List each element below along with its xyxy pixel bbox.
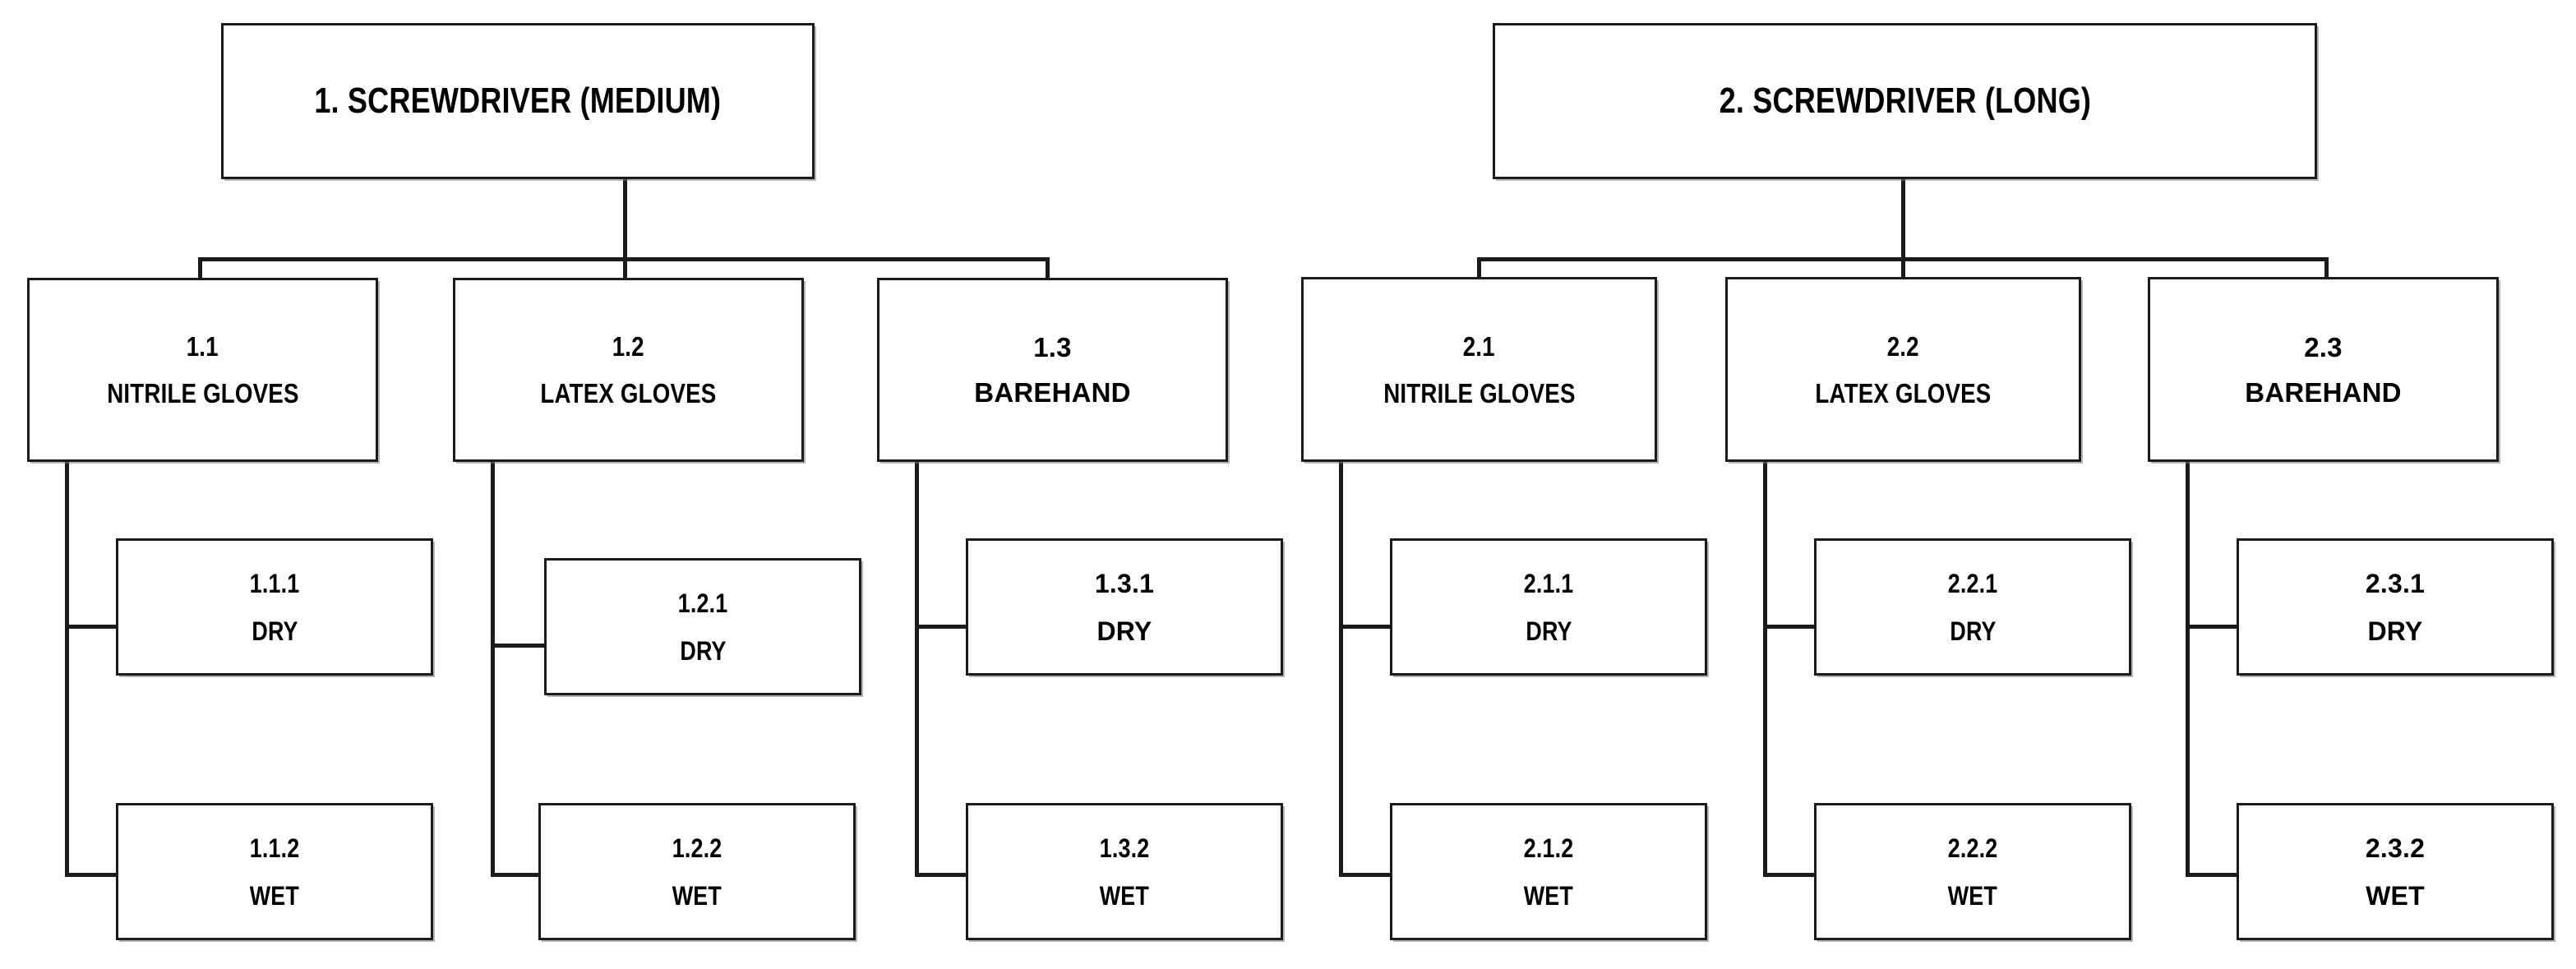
connector-root-2-to-child-1	[1477, 257, 1481, 279]
node-1-3-2[interactable]: 1.3.2 WET	[966, 803, 1283, 940]
node-2-1-number: 2.1	[1462, 330, 1496, 362]
node-1-3-label: BAREHAND	[974, 377, 1131, 408]
connector-1-3-stub-wet	[915, 873, 967, 877]
node-1-1[interactable]: 1.1 NITRILE GLOVES	[27, 278, 378, 462]
node-2-3-label: BAREHAND	[2245, 376, 2402, 408]
connector-1-3-trunk	[915, 462, 919, 877]
node-2-1-1-label: DRY	[1525, 616, 1572, 646]
node-1-2-2[interactable]: 1.2.2 WET	[538, 803, 856, 940]
connector-1-2-stub-wet	[491, 873, 547, 877]
node-root-1-text: 1. SCREWDRIVER (MEDIUM)	[314, 81, 722, 121]
node-1-3-1-number: 1.3.1	[1094, 568, 1155, 598]
node-2-3[interactable]: 2.3 BAREHAND	[2148, 277, 2499, 462]
node-2-3-1-label: DRY	[2367, 616, 2423, 646]
node-1-2[interactable]: 1.2 LATEX GLOVES	[453, 278, 804, 462]
node-2-1-1-number: 2.1.1	[1523, 568, 1574, 598]
node-2-3-1[interactable]: 2.3.1 DRY	[2237, 538, 2554, 676]
node-1-1-1-label: DRY	[251, 616, 298, 646]
connector-2-2-stub-wet	[1763, 873, 1816, 877]
node-1-2-1-label: DRY	[679, 635, 727, 666]
node-2-3-2-label: WET	[2366, 880, 2425, 911]
connector-2-3-stub-dry	[2186, 625, 2238, 629]
node-1-1-number: 1.1	[186, 331, 219, 362]
connector-root-1-to-child-1	[198, 257, 202, 279]
node-1-1-2-number: 1.1.2	[249, 833, 300, 863]
node-2-2-label: LATEX GLOVES	[1815, 377, 1992, 408]
node-2-1-2-label: WET	[1523, 880, 1574, 911]
connector-1-2-stub-dry	[491, 644, 547, 648]
node-1-3-1[interactable]: 1.3.1 DRY	[966, 538, 1283, 676]
node-2-2-2-label: WET	[1947, 880, 1998, 911]
connector-root-2-to-child-2	[1901, 257, 1905, 279]
connector-1-3-stub-dry	[915, 625, 967, 629]
connector-2-3-trunk	[2186, 462, 2190, 877]
node-1-3-1-label: DRY	[1096, 616, 1152, 646]
connector-2-1-stub-wet	[1339, 873, 1392, 877]
node-2-1-2-number: 2.1.2	[1523, 833, 1574, 863]
node-2-2-2[interactable]: 2.2.2 WET	[1814, 803, 2131, 940]
node-2-2-number: 2.2	[1886, 330, 1920, 362]
node-2-2-1[interactable]: 2.2.1 DRY	[1814, 538, 2131, 676]
connector-root-1-to-child-2	[623, 257, 627, 279]
connector-2-3-stub-wet	[2186, 873, 2238, 877]
connector-1-1-trunk	[65, 462, 69, 877]
node-1-1-2-label: WET	[249, 880, 300, 911]
node-2-3-number: 2.3	[2304, 331, 2343, 362]
connector-1-1-stub-wet	[65, 873, 118, 877]
connector-root-1-drop	[623, 179, 627, 261]
node-1-2-label: LATEX GLOVES	[540, 378, 717, 408]
node-1-1-2[interactable]: 1.1.2 WET	[116, 803, 433, 940]
node-2-2-2-number: 2.2.2	[1947, 833, 1998, 863]
connector-2-1-trunk	[1339, 462, 1343, 877]
node-1-3-2-label: WET	[1099, 880, 1150, 911]
node-root-2[interactable]: 2. SCREWDRIVER (LONG)	[1493, 23, 2317, 179]
node-1-1-1-number: 1.1.1	[249, 568, 300, 598]
node-1-2-1-number: 1.2.1	[677, 588, 728, 618]
connector-1-2-trunk	[491, 462, 495, 877]
node-2-2-1-number: 2.2.1	[1947, 568, 1998, 598]
connector-1-1-stub-dry	[65, 625, 118, 629]
node-2-1[interactable]: 2.1 NITRILE GLOVES	[1301, 277, 1657, 462]
connector-2-2-trunk	[1763, 462, 1767, 877]
node-root-1[interactable]: 1. SCREWDRIVER (MEDIUM)	[221, 23, 815, 179]
node-2-2[interactable]: 2.2 LATEX GLOVES	[1725, 277, 2081, 462]
node-2-1-1[interactable]: 2.1.1 DRY	[1390, 538, 1707, 676]
node-1-3[interactable]: 1.3 BAREHAND	[877, 278, 1228, 462]
node-2-1-2[interactable]: 2.1.2 WET	[1390, 803, 1707, 940]
node-1-2-1[interactable]: 1.2.1 DRY	[544, 558, 861, 695]
node-1-3-2-number: 1.3.2	[1099, 833, 1150, 863]
node-1-1-label: NITRILE GLOVES	[106, 378, 299, 408]
node-2-3-2-number: 2.3.2	[2365, 833, 2426, 863]
connector-root-2-drop	[1901, 179, 1905, 261]
node-1-2-2-label: WET	[672, 880, 722, 911]
node-1-2-number: 1.2	[612, 331, 645, 362]
connector-root-2-to-child-3	[2324, 257, 2329, 279]
node-1-2-2-number: 1.2.2	[672, 833, 722, 863]
node-2-3-1-number: 2.3.1	[2365, 568, 2426, 598]
node-root-2-text: 2. SCREWDRIVER (LONG)	[1719, 81, 2091, 121]
node-2-2-1-label: DRY	[1949, 616, 1997, 646]
node-1-3-number: 1.3	[1033, 332, 1072, 362]
connector-root-1-to-child-3	[1046, 257, 1050, 279]
node-2-3-2[interactable]: 2.3.2 WET	[2237, 803, 2554, 940]
node-2-1-label: NITRILE GLOVES	[1383, 377, 1576, 408]
connector-2-1-stub-dry	[1339, 625, 1392, 629]
connector-2-2-stub-dry	[1763, 625, 1816, 629]
node-1-1-1[interactable]: 1.1.1 DRY	[116, 538, 433, 676]
